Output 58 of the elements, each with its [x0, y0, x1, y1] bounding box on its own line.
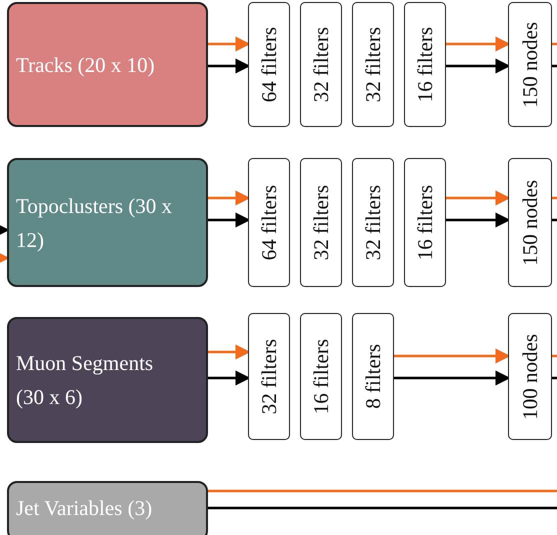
input-label: Muon Segments (30 x 6) [16, 350, 154, 411]
layer-box [352, 158, 394, 287]
input-box [7, 317, 208, 443]
arrow [208, 212, 250, 228]
layer-box [404, 158, 446, 287]
layer-box [508, 2, 552, 127]
layer-label: 16 filters [308, 338, 334, 414]
input-label: Topoclusters (30 x 12) [16, 192, 174, 254]
layer-box [248, 158, 290, 287]
layer-box [352, 313, 394, 440]
layer-label: 100 nodes [518, 334, 542, 420]
connector-line [552, 196, 557, 200]
layer-box [508, 158, 552, 287]
layer-box [300, 2, 342, 127]
layer-label: 64 filters [256, 184, 282, 260]
layer-label: 32 filters [360, 184, 386, 260]
arrow [394, 370, 510, 386]
connector-line [552, 354, 557, 358]
layer-label: 150 nodes [518, 180, 542, 266]
layer-label: 64 filters [256, 26, 282, 102]
connector-line [208, 490, 557, 492]
layer-label: 32 filters [360, 26, 386, 102]
arrow [208, 190, 250, 206]
arrow [208, 344, 250, 360]
layer-label: 16 filters [412, 26, 438, 102]
layer-box [248, 2, 290, 127]
arrow [446, 212, 510, 228]
arrow [446, 190, 510, 206]
layer-box [300, 313, 342, 440]
connector-line [552, 376, 557, 380]
connector-line [552, 218, 557, 222]
layer-label: 150 nodes [518, 22, 542, 108]
connector-line [552, 64, 557, 68]
arrow [208, 370, 250, 386]
arrow [0, 250, 10, 266]
layer-box [248, 313, 290, 440]
layer-label: 32 filters [308, 26, 334, 102]
input-box [7, 158, 208, 287]
input-label: Tracks (20 x 10) [16, 52, 155, 78]
layer-label: 32 filters [308, 184, 334, 260]
layer-box [508, 313, 552, 440]
connector-line [552, 42, 557, 46]
input-box [7, 481, 208, 535]
layer-label: 32 filters [256, 338, 282, 414]
arrow [208, 58, 250, 74]
arrow [208, 36, 250, 52]
layer-box [300, 158, 342, 287]
layer-label: 16 filters [412, 184, 438, 260]
input-label: Jet Variables (3) [16, 495, 152, 522]
connector-line [208, 506, 557, 510]
arrow [0, 222, 10, 238]
layer-box [352, 2, 394, 127]
arrow [394, 348, 510, 364]
layer-label: 8 filters [360, 344, 386, 409]
layer-box [404, 2, 446, 127]
arrow [446, 58, 510, 74]
input-box [7, 2, 208, 127]
arrow [446, 36, 510, 52]
